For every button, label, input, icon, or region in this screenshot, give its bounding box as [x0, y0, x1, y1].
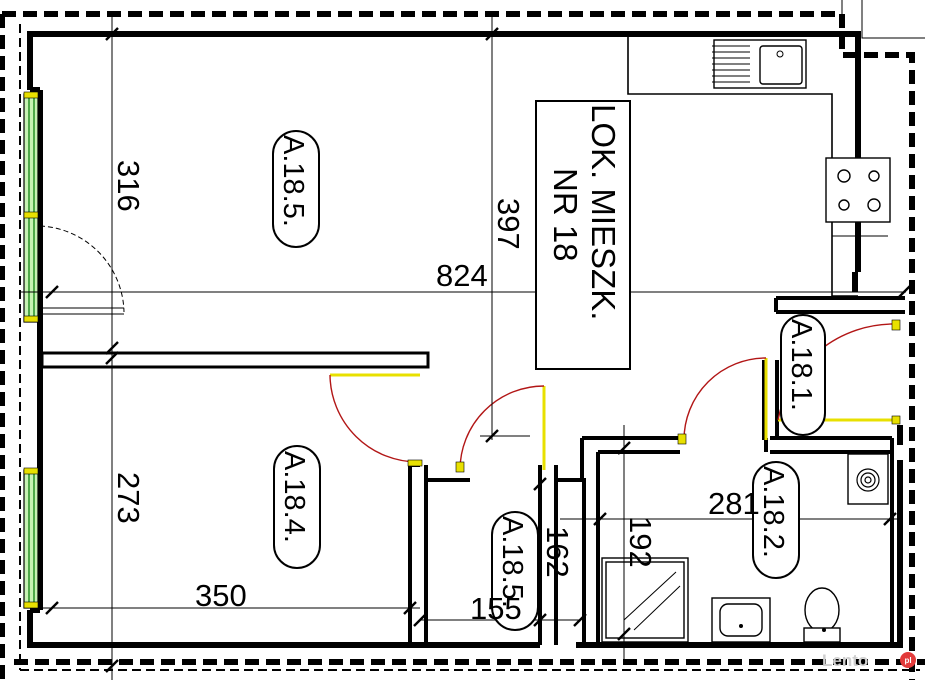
- dimension-width-bottom-left: 350: [195, 578, 247, 613]
- apartment-title-line2: NR 18: [547, 168, 584, 262]
- watermark: Lento pl: [822, 651, 916, 670]
- door-bathroom: [677, 357, 768, 445]
- watermark-text: Lento: [822, 651, 868, 670]
- room-label-text: A.18.5.: [496, 516, 528, 608]
- dimension-lines: [20, 14, 906, 680]
- room-label-text: A.18.2.: [757, 466, 789, 558]
- room-label-text: A.18.1.: [785, 319, 817, 411]
- door-room-a184: [329, 373, 423, 467]
- dimension-height-hall: 162: [540, 526, 575, 578]
- room-label-a185-hall: A.18.5.: [491, 511, 539, 631]
- dimension-height-center: 397: [491, 198, 526, 250]
- room-label-text: A.18.4.: [278, 451, 310, 543]
- door-hall: [455, 385, 546, 473]
- dimension-total-width: 824: [436, 258, 488, 293]
- kitchen-unit: [627, 36, 891, 297]
- room-label-a182: A.18.2.: [752, 461, 800, 579]
- dimension-height-bottom-left: 273: [111, 472, 146, 524]
- watermark-badge-icon: [900, 652, 916, 668]
- watermark-suffix: pl: [904, 656, 911, 665]
- exterior-walls: [27, 31, 903, 648]
- room-label-a181: A.18.1.: [780, 314, 826, 436]
- apartment-title-box: LOK. MIESZK. NR 18: [535, 100, 631, 370]
- room-label-a184: A.18.4.: [273, 445, 321, 569]
- bathroom-fixtures: [601, 453, 889, 643]
- balcony-door: [39, 225, 125, 315]
- dimension-width-hall: 155: [470, 591, 522, 626]
- window-upper: [23, 91, 39, 323]
- apartment-title-line1: LOK. MIESZK.: [585, 104, 622, 320]
- room-label-a185-main: A.18.5.: [272, 130, 320, 248]
- dimension-ticks: [45, 27, 911, 673]
- dimension-width-bathroom: 281: [708, 486, 760, 521]
- window-lower: [23, 467, 39, 609]
- dimension-height-top-left: 316: [111, 160, 146, 212]
- dimension-height-bathroom: 192: [623, 516, 658, 568]
- room-label-text: A.18.5.: [277, 135, 309, 227]
